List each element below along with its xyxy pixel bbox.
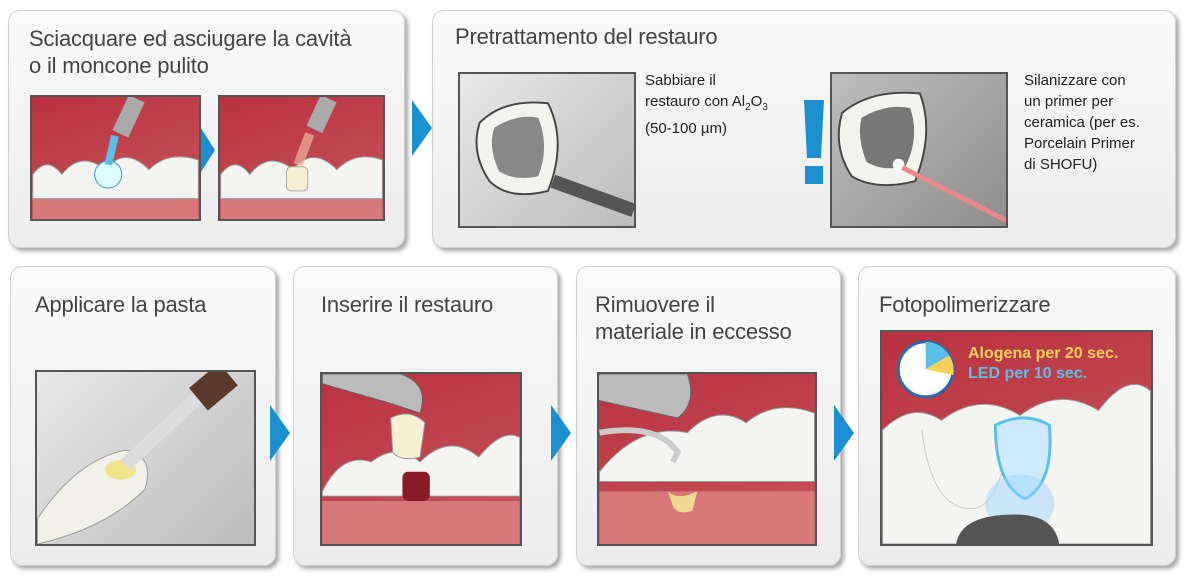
text-line: Porcelain Primer xyxy=(1024,135,1135,152)
subscript: 3 xyxy=(762,102,768,113)
title-line: o il moncone pulito xyxy=(29,53,209,78)
step-title: Rimuovere il materiale in eccesso xyxy=(595,291,792,345)
text-line: ceramica (per es. xyxy=(1024,114,1140,131)
step-title: Applicare la pasta xyxy=(35,292,207,317)
dried-cavity-illustration xyxy=(218,95,385,221)
text-line: Silanizzare con xyxy=(1024,72,1126,89)
text-line: un primer per xyxy=(1024,93,1114,110)
text-line: di SHOFU) xyxy=(1024,156,1098,173)
title-line: Sciacquare ed asciugare la cavità xyxy=(29,26,352,51)
text: O xyxy=(750,93,763,110)
light-cure-illustration: Alogena per 20 sec. LED per 10 sec. xyxy=(880,330,1153,546)
arrow-icon xyxy=(412,100,432,156)
step-title: Inserire il restauro xyxy=(321,292,494,317)
title-line: materiale in eccesso xyxy=(595,319,792,344)
insert-restoration-illustration xyxy=(320,372,522,546)
step-title: Fotopolimerizzare xyxy=(879,292,1051,317)
arrow-icon xyxy=(551,405,571,461)
step-title: Pretrattamento del restauro xyxy=(455,24,718,49)
step-title: Sciacquare ed asciugare la cavità o il m… xyxy=(29,25,352,79)
apply-paste-illustration xyxy=(35,370,256,546)
title-line: Rimuovere il xyxy=(595,292,715,317)
subscript: 2 xyxy=(745,102,751,113)
text-line: Sabbiare il xyxy=(645,72,716,89)
silane-text: Silanizzare con un primer per ceramica (… xyxy=(1024,70,1140,175)
arrow-icon xyxy=(201,128,215,172)
sandblast-illustration xyxy=(458,72,636,228)
exclamation-icon xyxy=(802,100,826,184)
sandblast-text: Sabbiare il restauro con Al2O3 (50-100 µ… xyxy=(645,70,768,139)
text: restauro con Al xyxy=(645,93,746,110)
text-line: (50-100 µm) xyxy=(645,120,728,137)
text-line: restauro con Al2O3 xyxy=(645,91,768,118)
led-time-label: LED per 10 sec. xyxy=(968,365,1088,382)
remove-excess-illustration xyxy=(597,372,817,546)
halogen-time-label: Alogena per 20 sec. xyxy=(968,345,1119,362)
arrow-icon xyxy=(834,405,854,461)
arrow-icon xyxy=(270,405,290,461)
silane-illustration xyxy=(830,72,1008,228)
rinse-illustration xyxy=(30,95,201,221)
